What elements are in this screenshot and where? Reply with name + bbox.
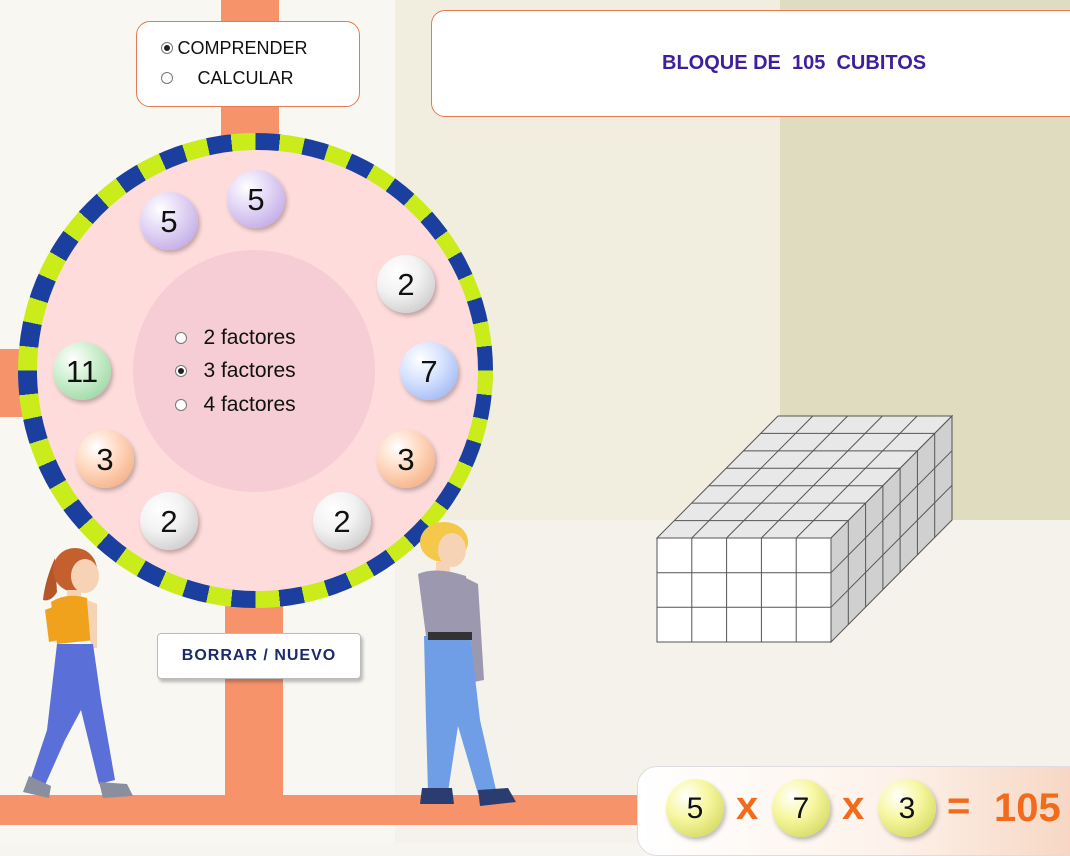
radio-2-factores[interactable] [175,332,187,344]
girl-figure [23,548,133,798]
number-ball[interactable]: 2 [140,492,198,550]
radio-comprender[interactable] [161,42,173,54]
equation-factor-ball: 3 [878,779,936,837]
mode-option-comprender[interactable]: COMPRENDER [161,38,307,59]
equation-factor-ball: 5 [666,779,724,837]
number-ball[interactable]: 2 [377,255,435,313]
equation-factor-ball: 7 [772,779,830,837]
radio-3-factores[interactable] [175,365,187,377]
number-ball[interactable]: 11 [53,342,111,400]
equation-result: 105 [994,786,1061,830]
radio-calcular[interactable] [161,72,173,84]
mode-option-calcular[interactable]: CALCULAR [161,68,293,89]
factor-option-3[interactable]: 3 factores [175,359,296,383]
factor-option-4[interactable]: 4 factores [175,393,296,417]
reset-button[interactable]: BORRAR / NUEVO [157,633,361,679]
factor-option-label: 4 factores [203,393,296,416]
number-ball[interactable]: 3 [76,430,134,488]
radio-4-factores[interactable] [175,399,187,411]
number-ball[interactable]: 2 [313,492,371,550]
times-sign: x [842,784,865,828]
title-panel: BLOQUE DE 105 CUBITOS [431,10,1070,117]
number-ball[interactable]: 5 [140,192,198,250]
number-ball[interactable]: 5 [227,170,285,228]
number-ball[interactable]: 3 [377,430,435,488]
block-title: BLOQUE DE 105 CUBITOS [662,52,927,74]
cube-block [655,414,954,644]
pipe-floor [0,795,650,825]
wheel-center [133,250,375,492]
times-sign: x [736,784,759,828]
mode-option-label: CALCULAR [197,68,294,88]
factor-option-label: 2 factores [203,326,296,349]
mode-option-label: COMPRENDER [177,38,308,58]
factor-option-label: 3 factores [203,359,296,382]
boy-figure [418,522,516,806]
factor-option-2[interactable]: 2 factores [175,326,296,350]
mode-panel: COMPRENDER CALCULAR [136,21,360,107]
equals-sign: = [947,784,971,828]
number-ball[interactable]: 7 [400,342,458,400]
